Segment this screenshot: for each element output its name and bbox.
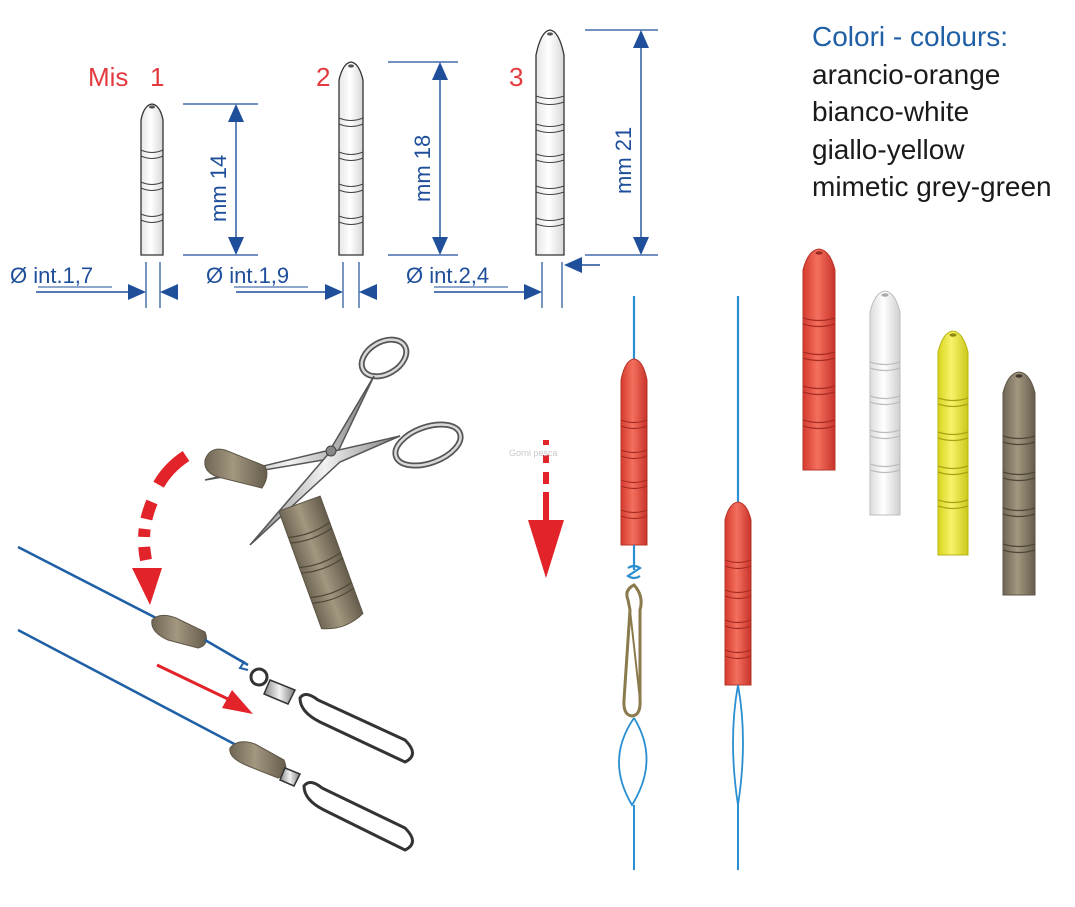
orange-sleeve xyxy=(802,248,836,471)
colours-heading: Colori - colours: xyxy=(812,21,1008,52)
size-1-label: 1 xyxy=(150,62,164,92)
straight-arrow xyxy=(156,663,253,714)
size-3-group: 3 mm 21 Ø int.2,4 xyxy=(406,29,658,308)
rig-left-lower xyxy=(17,628,414,852)
grey-green-sleeve xyxy=(1002,371,1036,596)
size-3-label: 3 xyxy=(509,62,523,92)
size-2-diameter: Ø int.1,9 xyxy=(206,263,289,288)
size-3-length: mm 21 xyxy=(611,127,636,194)
rig-left-upper xyxy=(17,545,414,764)
colour-grey-green-label: mimetic grey-green xyxy=(812,171,1052,202)
snap-clip xyxy=(622,583,643,718)
rig-before xyxy=(618,296,648,870)
line-loop xyxy=(618,717,648,807)
down-arrow xyxy=(528,440,564,578)
knot xyxy=(626,564,642,580)
size-1-sleeve xyxy=(140,103,164,256)
colour-yellow-label: giallo-yellow xyxy=(812,134,965,165)
size-2-length: mm 18 xyxy=(410,135,435,202)
size-2-sleeve xyxy=(338,61,364,256)
white-sleeve xyxy=(869,290,901,516)
yellow-sleeve xyxy=(937,330,969,556)
curved-arrow xyxy=(138,451,190,562)
size-3-diameter: Ø int.2,4 xyxy=(406,263,489,288)
size-1-diameter: Ø int.1,7 xyxy=(10,263,93,288)
colour-sleeves xyxy=(802,248,1036,596)
orange-stopper-2 xyxy=(724,501,752,686)
size-3-sleeve xyxy=(535,29,565,256)
colours-legend: Colori - colours: arancio-orange bianco-… xyxy=(812,21,1052,202)
size-2-group: 2 mm 18 Ø int.1,9 xyxy=(206,61,458,308)
colour-white-label: bianco-white xyxy=(812,96,969,127)
watermark: Gorni pesca xyxy=(509,448,558,458)
curved-arrow-head xyxy=(132,568,162,605)
scissors xyxy=(204,336,464,546)
colour-orange-label: arancio-orange xyxy=(812,59,1000,90)
rig-after xyxy=(724,296,752,870)
size-1-length: mm 14 xyxy=(206,155,231,222)
size-1-group: Mis 1 mm 14 Ø int.1,7 xyxy=(10,62,258,308)
cut-sleeve xyxy=(204,448,364,630)
size-prefix-label: Mis xyxy=(88,62,128,92)
size-2-label: 2 xyxy=(316,62,330,92)
